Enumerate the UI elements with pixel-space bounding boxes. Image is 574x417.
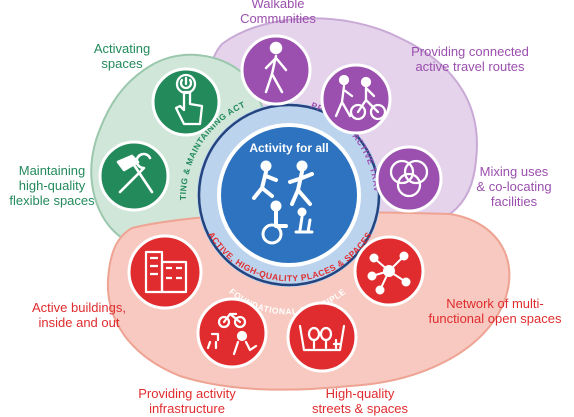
label-line: high-quality bbox=[18, 178, 86, 193]
label-walkable: Walkable Communities bbox=[228, 0, 328, 26]
people-active-icon bbox=[252, 160, 314, 245]
label-buildings: Active buildings, inside and out bbox=[14, 300, 144, 330]
label-line: High-quality bbox=[325, 386, 395, 401]
label-line: spaces bbox=[101, 56, 143, 71]
street-trees-icon bbox=[298, 324, 346, 352]
node-streets bbox=[286, 301, 358, 373]
label-line: Maintaining bbox=[18, 163, 86, 178]
label-line: Mixing uses bbox=[479, 164, 549, 179]
power-button-hand-icon bbox=[174, 73, 204, 126]
center-title: Activity for all bbox=[249, 141, 328, 155]
label-line: Active buildings, bbox=[32, 300, 126, 315]
label-line: Activating bbox=[93, 41, 151, 56]
label-line: Providing connected bbox=[411, 44, 529, 59]
network-nodes-icon bbox=[367, 251, 411, 295]
bike-shower-icon bbox=[206, 312, 258, 356]
node-walkable bbox=[240, 34, 312, 106]
label-line: Providing activity bbox=[138, 386, 236, 401]
node-network bbox=[353, 235, 425, 307]
label-travel-routes: Providing connected active travel routes bbox=[400, 44, 540, 74]
node-mixing-uses bbox=[375, 145, 443, 213]
center-disc bbox=[217, 123, 361, 267]
label-infrastructure: Providing activity infrastructure bbox=[122, 386, 252, 416]
label-line: facilities bbox=[490, 194, 538, 209]
center-ring-outline bbox=[197, 103, 381, 287]
label-line: & co-locating bbox=[476, 179, 552, 194]
label-line: Communities bbox=[240, 11, 316, 26]
node-buildings bbox=[127, 234, 203, 310]
node-travel-routes bbox=[320, 63, 392, 135]
label-line: flexible spaces bbox=[9, 193, 95, 208]
label-line: Network of multi- bbox=[446, 296, 544, 311]
buildings-icon bbox=[144, 250, 188, 294]
hammer-wrench-icon bbox=[116, 152, 154, 194]
label-streets: High-quality streets & spaces bbox=[300, 386, 420, 416]
walking-cycling-icon bbox=[334, 74, 387, 121]
label-maintaining: Maintaining high-quality flexible spaces bbox=[8, 163, 96, 208]
label-mixing-uses: Mixing uses & co-locating facilities bbox=[466, 164, 562, 209]
label-line: infrastructure bbox=[149, 401, 225, 416]
label-line: Walkable bbox=[251, 0, 305, 11]
walking-person-icon bbox=[264, 41, 288, 94]
node-maintaining bbox=[98, 140, 170, 212]
label-line: streets & spaces bbox=[311, 401, 409, 416]
label-line: active travel routes bbox=[415, 59, 525, 74]
label-network: Network of multi- functional open spaces bbox=[420, 296, 570, 326]
venn-circles-icon bbox=[389, 159, 429, 198]
node-activating bbox=[151, 67, 221, 137]
label-line: functional open spaces bbox=[428, 311, 562, 326]
label-activating: Activating spaces bbox=[82, 41, 162, 71]
label-line: inside and out bbox=[38, 315, 120, 330]
node-infrastructure bbox=[196, 297, 268, 369]
